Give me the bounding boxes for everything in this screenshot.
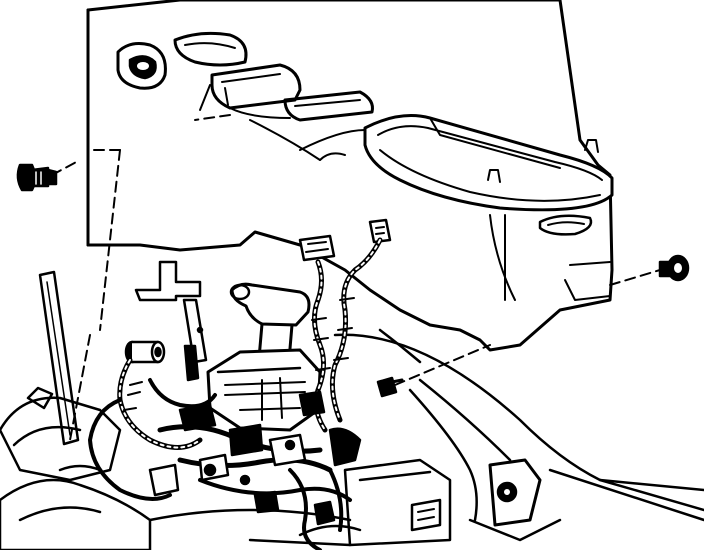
floor-structure — [0, 270, 704, 550]
mounting-bracket — [124, 260, 208, 382]
front-fastener — [16, 163, 58, 192]
center-console — [86, 0, 614, 352]
wiring-harness — [88, 237, 383, 550]
rear-fastener — [658, 254, 690, 282]
shift-lever — [206, 282, 322, 432]
lower-fastener — [376, 376, 404, 398]
electrical-connector — [298, 218, 392, 262]
